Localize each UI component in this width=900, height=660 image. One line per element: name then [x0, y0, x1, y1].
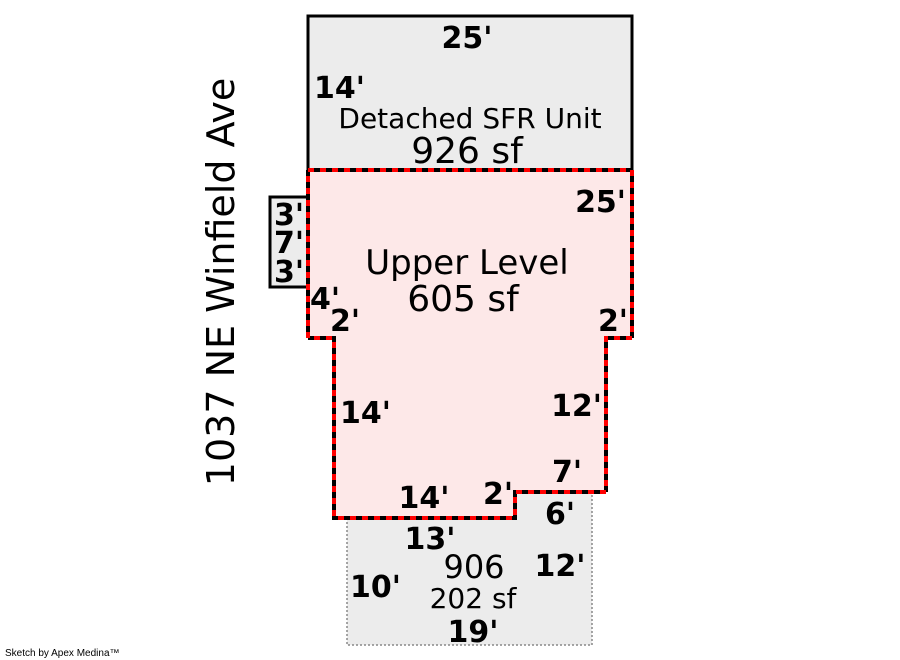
- dim-lower-left-10: 10': [350, 570, 401, 605]
- detached-unit-name: Detached SFR Unit: [338, 102, 601, 135]
- dim-upper-left-4: 4': [310, 282, 340, 317]
- upper-level-outline-black: [306, 168, 634, 520]
- detached-unit-area: 926 sf: [411, 131, 524, 172]
- street-label: 1037 NE Winfield Ave: [199, 78, 243, 486]
- dim-upper-step-2: 2': [483, 477, 513, 512]
- dim-bay-mid: 7': [274, 226, 304, 261]
- dim-bay-bot: 3': [274, 255, 304, 290]
- dim-upper-right-12: 12': [551, 389, 602, 424]
- lower-area-size: 202 sf: [430, 582, 518, 615]
- dim-upper-left-14: 14': [340, 396, 391, 431]
- dim-upper-right-2: 2': [598, 304, 628, 339]
- dim-lower-bottom-19: 19': [448, 615, 499, 650]
- sketch-credit: Sketch by Apex Medina™: [5, 648, 120, 659]
- lower-area-name: 906: [443, 548, 504, 586]
- dim-upper-right-top: 25': [575, 185, 626, 220]
- dim-lower-right-12: 12': [535, 549, 586, 584]
- dim-detached-top: 25': [442, 21, 493, 56]
- dim-lower-top-13: 13': [405, 522, 456, 557]
- dim-upper-step-7: 7': [552, 455, 582, 490]
- dim-detached-side: 14': [314, 71, 365, 106]
- upper-level-outline-red: [306, 168, 634, 520]
- upper-level-name: Upper Level: [365, 243, 569, 283]
- dim-upper-left-2: 2': [330, 304, 360, 339]
- dim-bay-top: 3': [274, 198, 304, 233]
- upper-level-fill: [308, 170, 632, 518]
- upper-level-area: 605 sf: [407, 279, 520, 320]
- dim-upper-bottom-14: 14': [399, 481, 450, 516]
- dim-lower-right-6: 6': [545, 497, 575, 532]
